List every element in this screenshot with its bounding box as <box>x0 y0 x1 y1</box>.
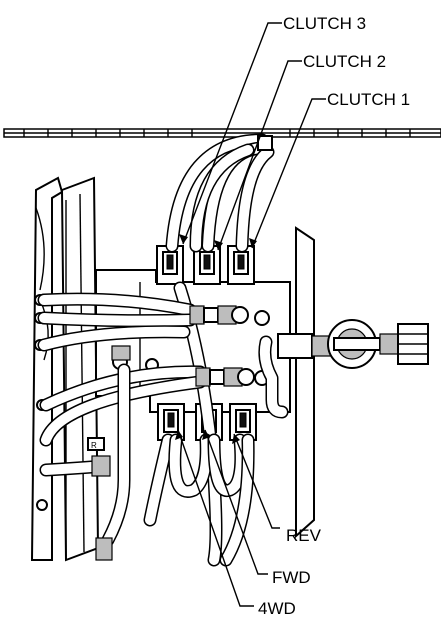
left-hoses <box>37 292 207 547</box>
bottom-solenoid-4wd <box>157 403 185 441</box>
label-clutch3: CLUTCH 3 <box>283 14 366 33</box>
left-frame: R <box>30 176 105 562</box>
leader-arrows <box>175 234 257 444</box>
right-plate <box>295 226 315 539</box>
manifold-fittings <box>91 305 255 561</box>
top-solenoid-clutch3 <box>156 245 184 285</box>
right-valve <box>258 319 429 419</box>
clutch-hoses <box>165 133 275 253</box>
svg-text:R: R <box>91 441 97 450</box>
label-fwd: FWD <box>272 568 311 587</box>
callout-leaders <box>177 22 326 607</box>
top-rail <box>3 128 441 138</box>
label-clutch2: CLUTCH 2 <box>303 52 386 71</box>
label-clutch1: CLUTCH 1 <box>327 90 410 109</box>
bottom-hoses <box>143 433 255 567</box>
label-rev: REV <box>286 526 322 545</box>
label-4wd: 4WD <box>258 599 296 618</box>
